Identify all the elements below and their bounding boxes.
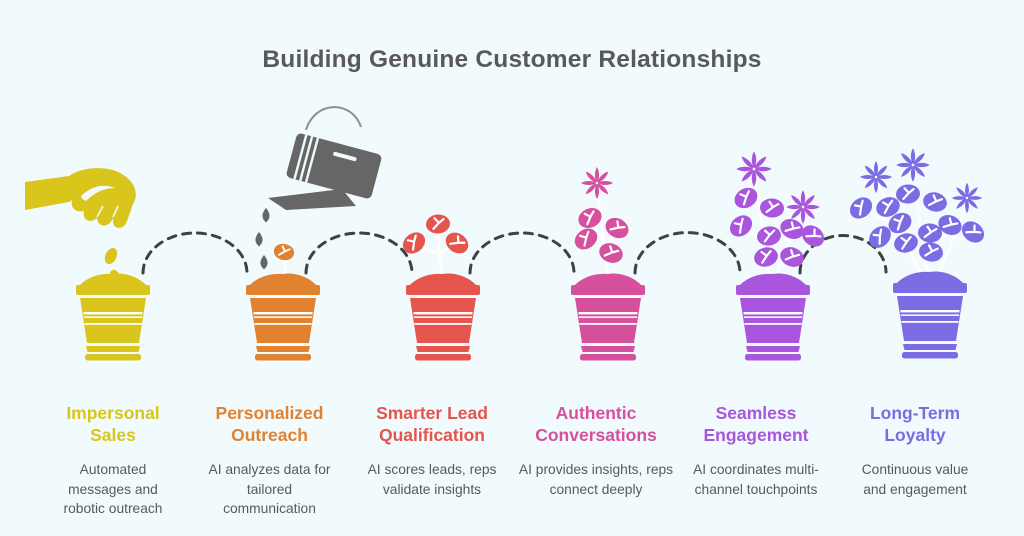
flower-icon: [786, 190, 820, 224]
flower-pot-icon: [76, 273, 150, 361]
flower-icon: [860, 161, 892, 193]
stage-5-icon: [724, 151, 830, 361]
stage-column-smarter-lead-qualification: Smarter Lead Qualification AI scores lea…: [352, 402, 512, 499]
stage-description: Continuous value and engagement: [861, 462, 969, 497]
connector-arcs: [141, 231, 888, 275]
page-title: Building Genuine Customer Relationships: [262, 46, 762, 73]
stage-heading: Impersonal Sales: [66, 403, 160, 446]
leaf-icon: [956, 215, 990, 249]
leaf-icon: [569, 223, 603, 255]
stage-description: Automated messages and robotic outreach: [63, 462, 163, 517]
falling-seed: [102, 245, 120, 267]
leaf-icon: [440, 227, 474, 259]
stage-1-icon: [25, 168, 150, 361]
stage-column-impersonal-sales: Impersonal Sales Automated messages and …: [58, 402, 168, 518]
flower-icon: [736, 151, 772, 187]
flower-icon: [581, 167, 613, 199]
stage-heading: Personalized Outreach: [215, 403, 324, 446]
leaf-icon: [916, 239, 946, 265]
leaf-icon: [750, 243, 782, 271]
stage-4-icon: [569, 167, 645, 361]
stage-2-icon: [246, 241, 320, 361]
stage-heading: Seamless Engagement: [703, 403, 809, 446]
connector-arc: [633, 231, 742, 275]
stage-description: AI provides insights, reps connect deepl…: [518, 462, 674, 497]
sprout-leaf: [271, 241, 297, 263]
flower-pot-icon: [736, 273, 810, 361]
hand-dropping-seeds-icon: [25, 168, 136, 228]
stage-description: AI coordinates multi-channel touchpoints: [693, 462, 819, 497]
stage-column-authentic-conversations: Authentic Conversations AI provides insi…: [517, 402, 675, 499]
leaf-icon: [600, 212, 634, 244]
flower-pot-icon: [406, 273, 480, 361]
connector-arc: [798, 234, 888, 275]
connector-arc: [468, 231, 576, 275]
stage-6-icon: [844, 148, 990, 359]
leaf-icon: [595, 238, 627, 268]
stage-heading: Authentic Conversations: [535, 403, 657, 446]
leaf-icon: [724, 209, 758, 243]
stage-column-seamless-engagement: Seamless Engagement AI coordinates multi…: [676, 402, 836, 499]
flower-pot-icon: [246, 273, 320, 361]
stage-column-long-term-loyalty: Long-Term Loyalty Continuous value and e…: [853, 402, 977, 499]
flower-pot-icon: [893, 271, 967, 359]
stage-heading: Smarter Lead Qualification: [376, 403, 488, 446]
watering-can-icon: [255, 106, 382, 270]
leaf-icon: [890, 229, 922, 257]
leaf-icon: [397, 226, 431, 260]
stage-heading: Long-Term Loyalty: [869, 403, 961, 446]
leaf-icon: [758, 196, 786, 220]
stage-description: AI scores leads, reps validate insights: [367, 462, 497, 497]
leaf-icon: [919, 188, 951, 216]
leaf-icon: [844, 191, 878, 225]
connector-arc: [304, 231, 414, 275]
leaf-icon: [424, 212, 452, 236]
connector-arc: [141, 231, 249, 275]
stage-3-icon: [397, 212, 480, 361]
stage-column-personalized-outreach: Personalized Outreach AI analyzes data f…: [202, 402, 337, 518]
flower-pot-icon: [571, 273, 645, 361]
flower-icon: [896, 148, 930, 182]
flower-icon: [951, 182, 983, 214]
stage-description: AI analyzes data for tailored communicat…: [208, 462, 331, 517]
